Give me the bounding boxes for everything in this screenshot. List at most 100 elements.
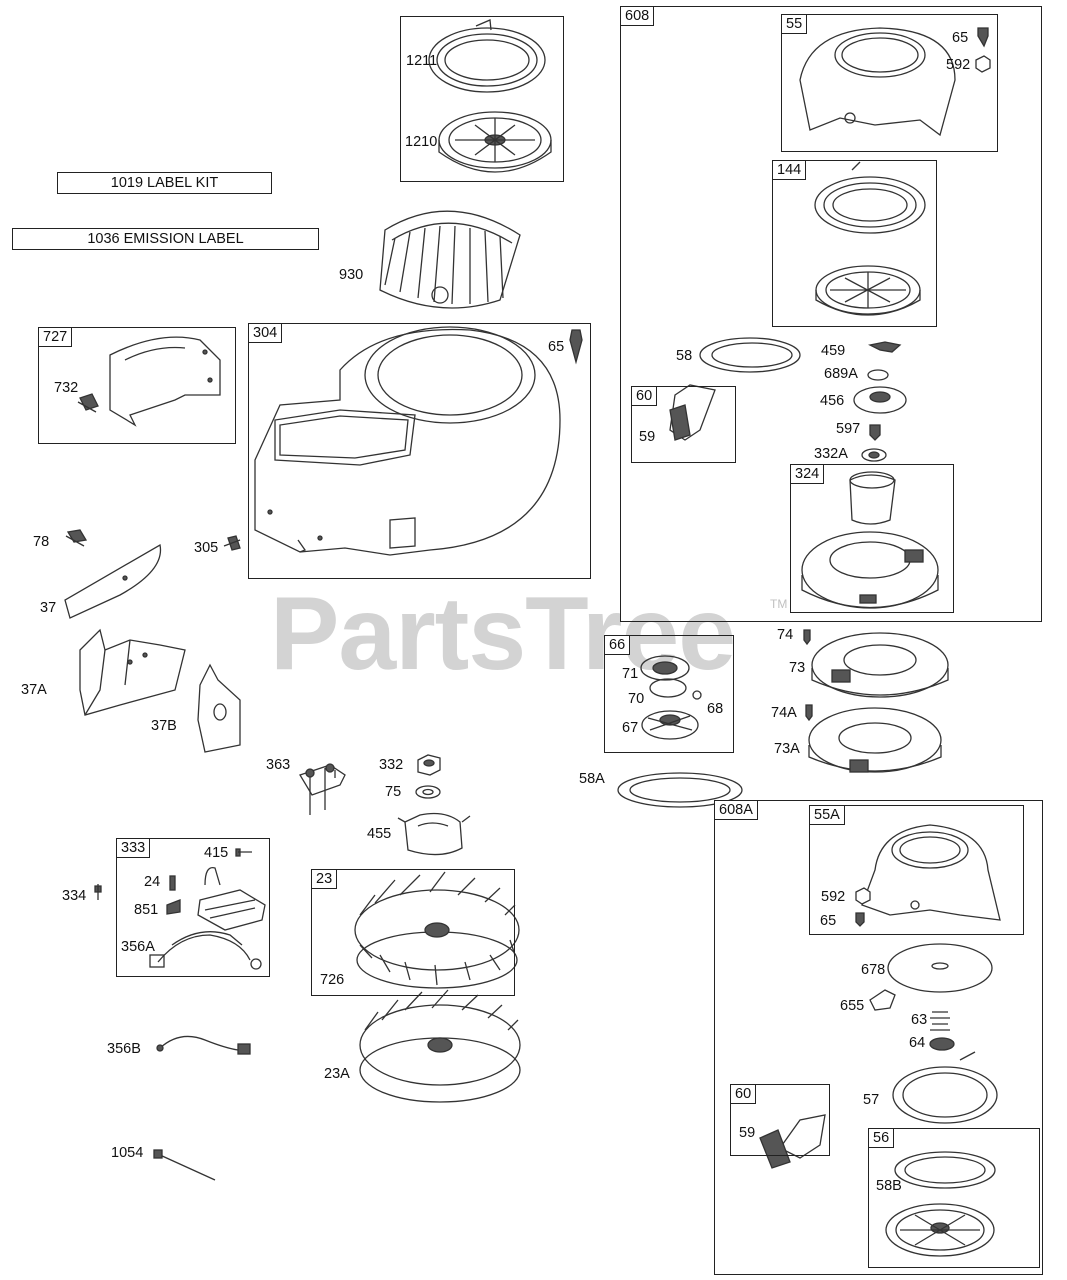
part-71[interactable]: 71 xyxy=(622,666,639,682)
box-23-tag: 23 xyxy=(311,869,338,889)
part-58A[interactable]: 58A xyxy=(579,771,605,787)
handle-59a-icon xyxy=(669,384,716,441)
part-415[interactable]: 415 xyxy=(204,845,229,861)
wire-356B-icon xyxy=(156,1035,251,1055)
plate-37B-icon xyxy=(197,663,241,753)
box-144: 144 xyxy=(772,160,937,327)
terminal-363-icon xyxy=(299,763,346,815)
part-655[interactable]: 655 xyxy=(840,998,865,1014)
nut-592-icon xyxy=(975,55,991,73)
part-57[interactable]: 57 xyxy=(863,1092,880,1108)
box-324: 324 xyxy=(790,464,954,613)
part-75[interactable]: 75 xyxy=(385,784,402,800)
part-70[interactable]: 70 xyxy=(628,691,645,707)
part-78[interactable]: 78 xyxy=(33,534,50,550)
box-608A: 608A xyxy=(714,800,1043,1275)
part-73[interactable]: 73 xyxy=(789,660,806,676)
clip-851-icon xyxy=(166,899,181,915)
part-65-cover[interactable]: 65 xyxy=(952,30,969,46)
part-63[interactable]: 63 xyxy=(911,1012,928,1028)
part-59-upper[interactable]: 59 xyxy=(639,429,656,445)
box-56-tag: 56 xyxy=(868,1128,895,1148)
part-455[interactable]: 455 xyxy=(367,826,392,842)
part-58[interactable]: 58 xyxy=(676,348,693,364)
pin-24-icon xyxy=(169,875,176,891)
part-678[interactable]: 678 xyxy=(861,962,886,978)
flywheel-23-icon xyxy=(354,871,520,989)
cup-455-icon xyxy=(397,812,471,856)
screw-78-icon xyxy=(65,529,88,547)
part-689A[interactable]: 689A xyxy=(824,366,858,382)
box-60b-tag: 60 xyxy=(730,1084,757,1104)
box-608-tag: 608 xyxy=(620,6,655,26)
part-24[interactable]: 24 xyxy=(144,874,161,890)
part-59-lower[interactable]: 59 xyxy=(739,1125,756,1141)
box-324-tag: 324 xyxy=(790,464,825,484)
spring-57-icon xyxy=(892,1051,998,1124)
ball-68-icon xyxy=(692,690,702,700)
part-1054[interactable]: 1054 xyxy=(111,1145,144,1161)
part-73A[interactable]: 73A xyxy=(774,741,800,757)
part-23A[interactable]: 23A xyxy=(324,1066,350,1082)
part-356A[interactable]: 356A xyxy=(121,939,155,955)
box-55-tag: 55 xyxy=(781,14,808,34)
part-67[interactable]: 67 xyxy=(622,720,639,736)
pulley-144-icon xyxy=(815,265,921,316)
part-592-55A[interactable]: 592 xyxy=(821,889,846,905)
box-1211 xyxy=(400,16,564,182)
part-363[interactable]: 363 xyxy=(266,757,291,773)
part-732[interactable]: 732 xyxy=(54,380,79,396)
box-55A-tag: 55A xyxy=(809,805,845,825)
box-23: 23 xyxy=(311,869,515,996)
part-851[interactable]: 851 xyxy=(134,902,159,918)
box-304-tag: 304 xyxy=(248,323,283,343)
part-305[interactable]: 305 xyxy=(194,540,219,556)
bracket-37A-icon xyxy=(79,628,186,716)
emission-label-1036: 1036 EMISSION LABEL xyxy=(12,228,319,250)
screw-597-icon xyxy=(869,424,881,441)
screw-65-icon xyxy=(569,329,583,365)
spring-144-icon xyxy=(814,161,926,234)
part-65-housing[interactable]: 65 xyxy=(548,339,565,355)
part-930[interactable]: 930 xyxy=(339,267,364,283)
part-726[interactable]: 726 xyxy=(320,972,345,988)
baffle-ring-930-icon xyxy=(379,210,521,309)
part-37B[interactable]: 37B xyxy=(151,718,177,734)
part-332[interactable]: 332 xyxy=(379,757,404,773)
part-1210[interactable]: 1210 xyxy=(405,134,438,150)
part-456[interactable]: 456 xyxy=(820,393,845,409)
part-1211[interactable]: 1211 xyxy=(406,53,438,69)
washer-75-icon xyxy=(415,785,441,799)
part-597[interactable]: 597 xyxy=(836,421,861,437)
part-592-cover[interactable]: 592 xyxy=(946,57,971,73)
dog-655-icon xyxy=(869,989,896,1011)
part-356B[interactable]: 356B xyxy=(107,1041,141,1057)
part-65-55A[interactable]: 65 xyxy=(820,913,837,929)
retainer-689A-icon xyxy=(867,369,889,381)
box-66-tag: 66 xyxy=(604,635,631,655)
part-58B[interactable]: 58B xyxy=(876,1178,902,1194)
part-332A[interactable]: 332A xyxy=(814,446,848,462)
part-74A[interactable]: 74A xyxy=(771,705,797,721)
part-68[interactable]: 68 xyxy=(707,701,724,717)
housing-55A-icon xyxy=(861,824,1001,921)
box-304: 304 xyxy=(248,323,591,579)
box-66: 66 xyxy=(604,635,734,753)
part-459[interactable]: 459 xyxy=(821,343,846,359)
handle-59b-icon xyxy=(759,1114,826,1169)
part-37A[interactable]: 37A xyxy=(21,682,47,698)
box-60a: 60 xyxy=(631,386,736,463)
nut-332-icon xyxy=(417,754,441,776)
watermark-trademark: TM xyxy=(770,597,788,611)
part-334[interactable]: 334 xyxy=(62,888,87,904)
part-74[interactable]: 74 xyxy=(777,627,794,643)
wire-356A-icon xyxy=(149,931,262,970)
screw-334-icon xyxy=(94,884,102,900)
screw-74-icon xyxy=(803,629,811,646)
blower-housing-304-icon xyxy=(254,326,561,556)
part-64[interactable]: 64 xyxy=(909,1035,926,1051)
cover-73A-icon xyxy=(808,707,942,773)
part-37[interactable]: 37 xyxy=(40,600,57,616)
